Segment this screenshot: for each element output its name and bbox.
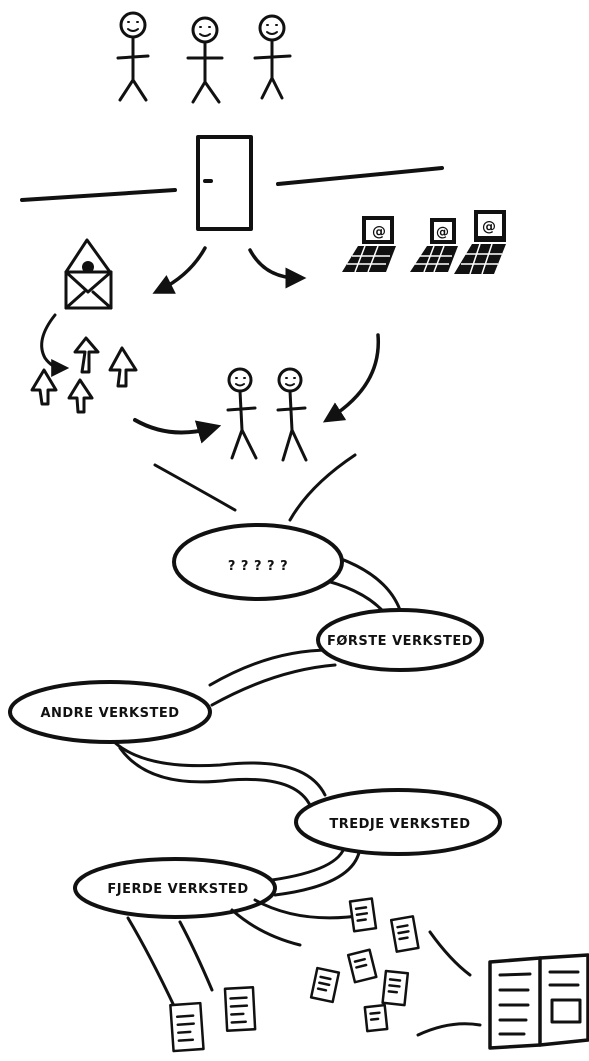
funnel-line-right: [290, 455, 355, 520]
document-icons: [170, 898, 418, 1051]
workshop-oval-andre: ANDRE VERKSTED: [10, 682, 210, 742]
arrow-laptops-to-people: [330, 335, 378, 418]
workshop-oval-forste: FØRSTE VERKSTED: [318, 610, 482, 670]
svg-text:@: @: [436, 225, 449, 240]
question-oval: ? ? ? ? ?: [174, 525, 342, 599]
stick-figure-1: [118, 13, 148, 100]
arrow-door-to-laptops: [250, 250, 298, 278]
arrow-door-to-letter: [160, 248, 205, 290]
arrow-houses-to-people: [135, 420, 212, 433]
laptop-icon-3: @: [454, 210, 506, 274]
svg-text:@: @: [482, 219, 496, 235]
stick-figure-3: [255, 16, 290, 98]
workshop-oval-tredje: TREDJE VERKSTED: [296, 790, 500, 854]
stick-figure-4: [228, 369, 256, 458]
stick-figure-2: [188, 18, 222, 102]
wall-with-door: [22, 137, 442, 229]
workshop-label-andre: ANDRE VERKSTED: [40, 706, 179, 721]
svg-text:@: @: [372, 224, 386, 240]
house-icons: [32, 338, 136, 412]
workshop-oval-fjerde: FJERDE VERKSTED: [75, 859, 275, 917]
workshop-label-tredje: TREDJE VERKSTED: [329, 817, 470, 832]
workshop-label-forste: FØRSTE VERKSTED: [327, 634, 473, 649]
laptop-icon-1: @: [342, 216, 396, 272]
funnel-line-left: [155, 465, 235, 510]
question-marks: ? ? ? ? ?: [228, 559, 288, 574]
report-book-icon: [490, 955, 588, 1048]
laptop-icon-2: @: [410, 218, 458, 272]
stick-figure-5: [278, 369, 306, 460]
envelope-icon: [66, 240, 111, 308]
arrow-letter-to-houses: [42, 315, 62, 368]
workshop-label-fjerde: FJERDE VERKSTED: [107, 882, 248, 897]
